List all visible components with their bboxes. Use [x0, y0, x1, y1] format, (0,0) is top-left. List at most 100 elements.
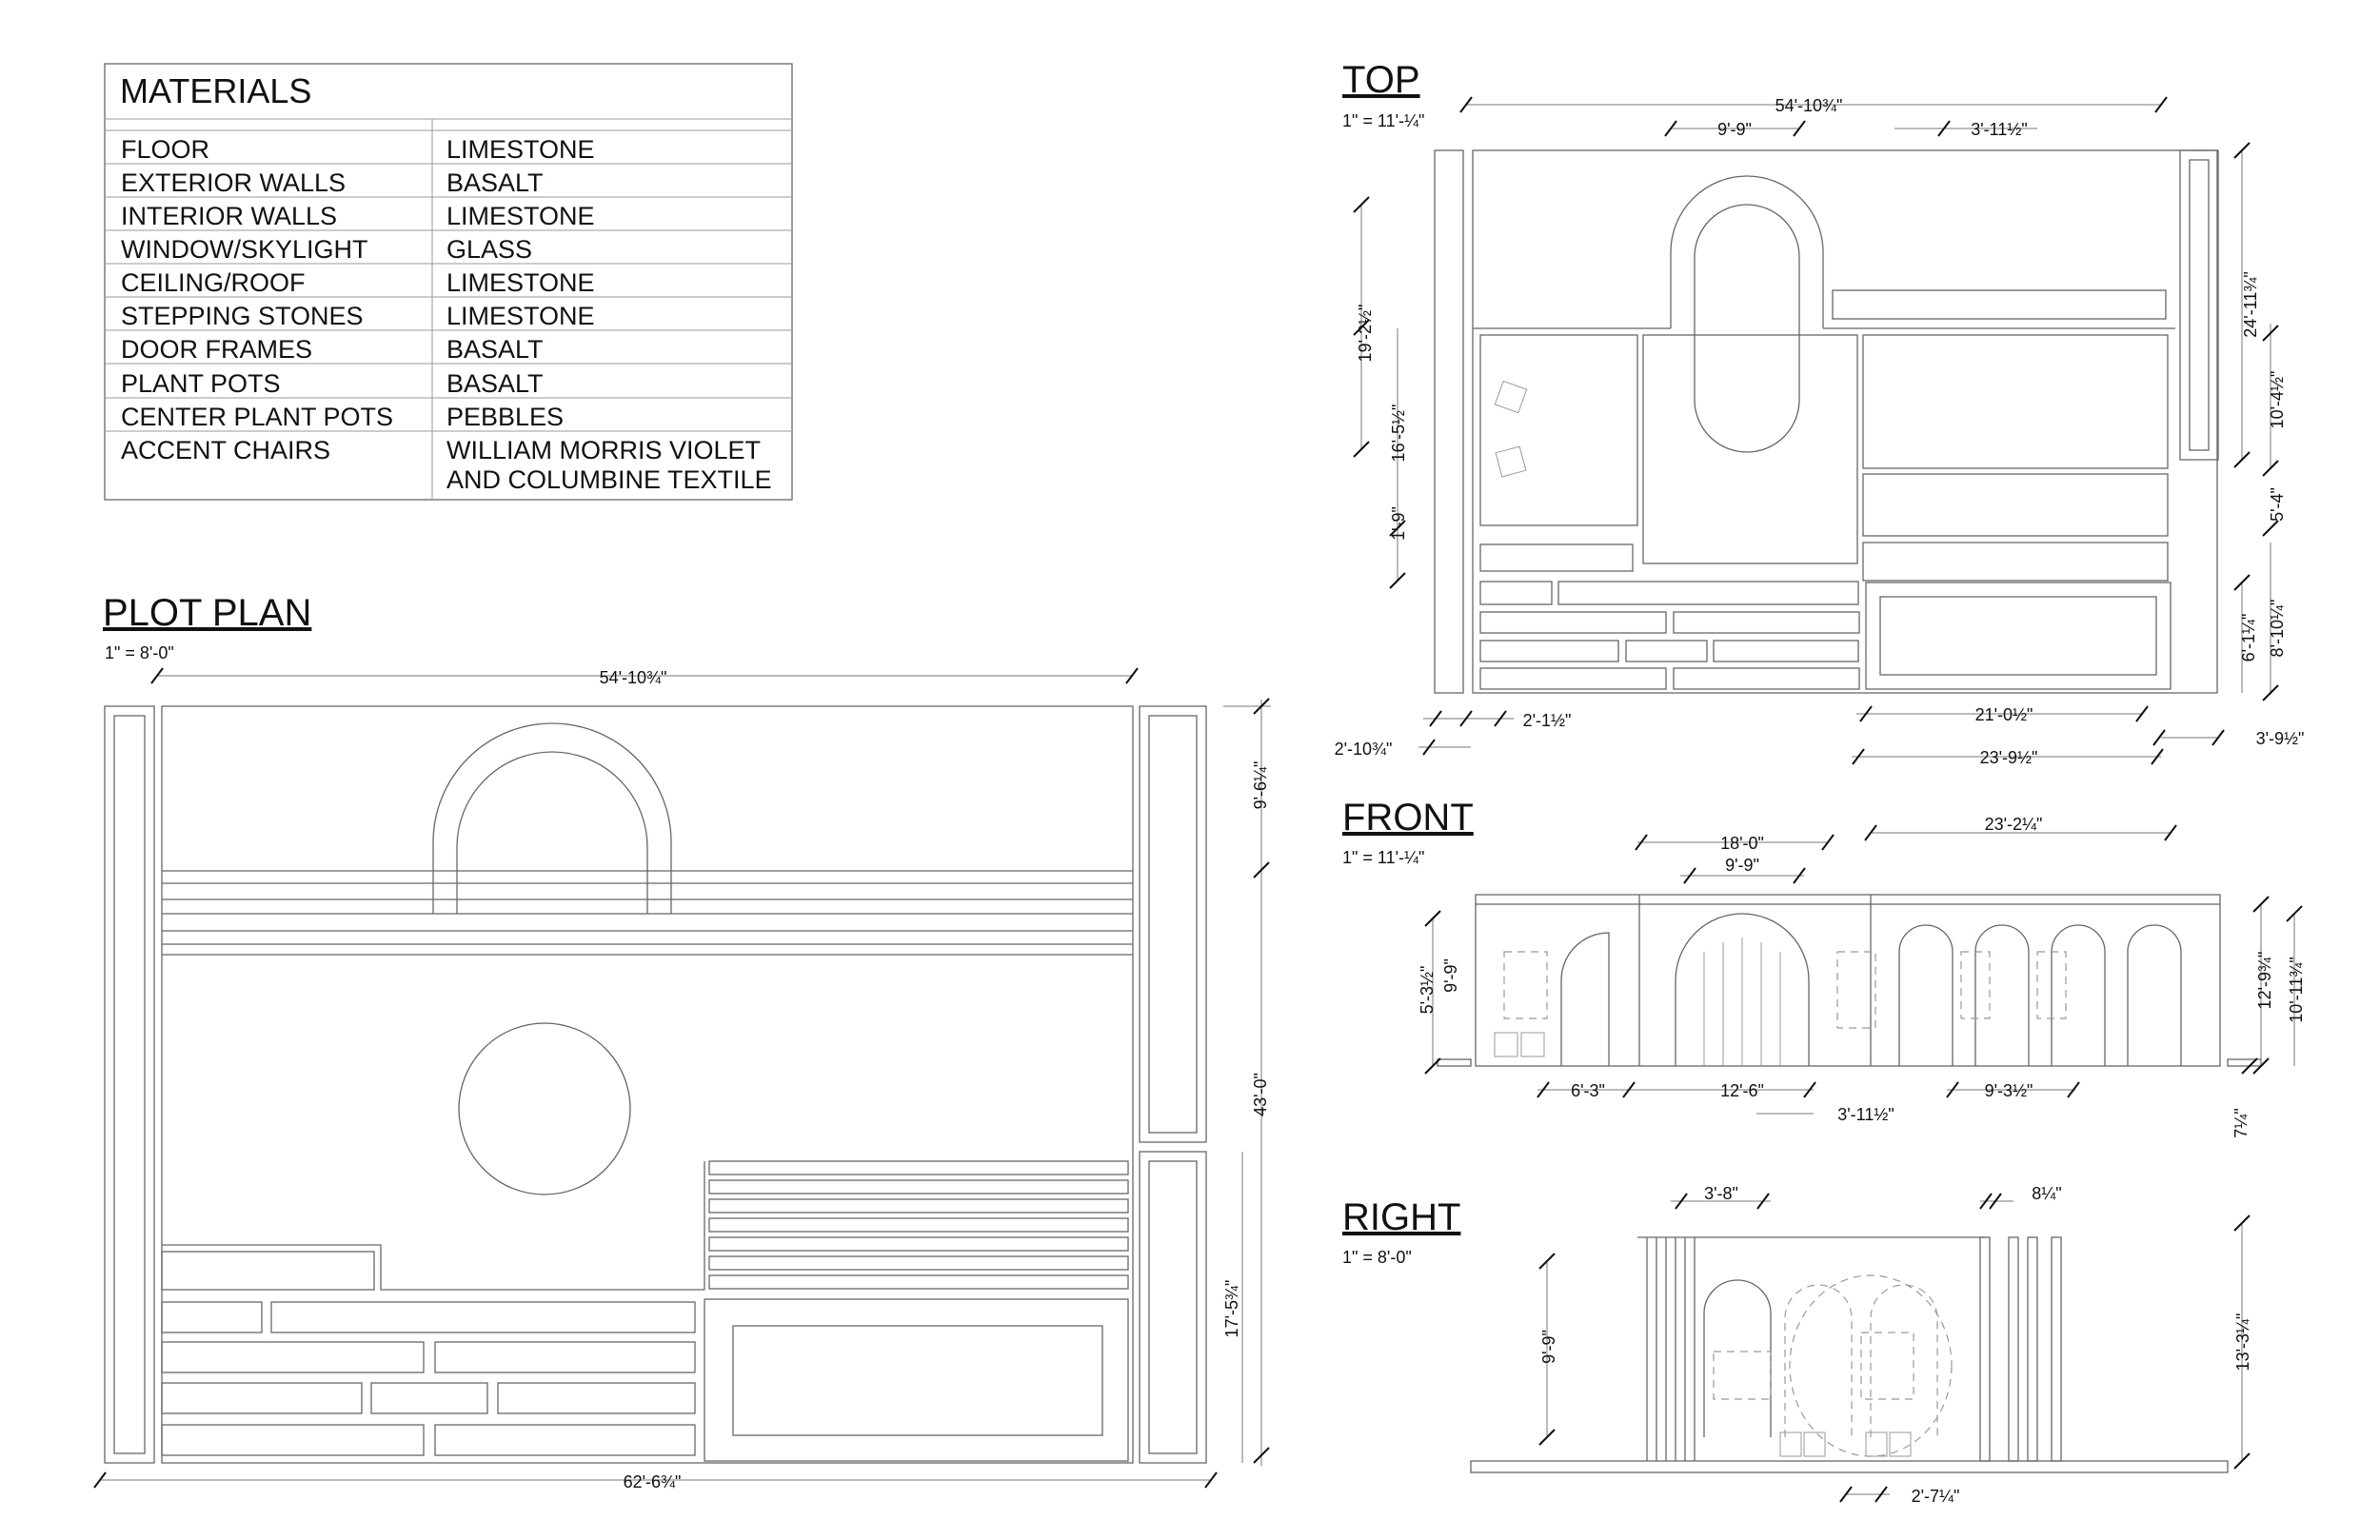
dim-front-bottom-a: 6'-3": [1571, 1081, 1605, 1100]
dim-plot-right-lower: 17'-5¾": [1222, 1280, 1241, 1338]
top-view-scale: 1" = 11'-¼": [1342, 111, 1424, 130]
dim-front-top-c: 23'-2¼": [1985, 815, 2043, 834]
top-pool: [1865, 582, 2172, 690]
accent-chair-icon: [1803, 1431, 1826, 1457]
top-main-outline: [1472, 149, 2218, 694]
dim-front-bottom-d: 9'-3½": [1985, 1081, 2033, 1100]
dim-top-left-mid: 16'-5½": [1389, 405, 1408, 463]
materials-title: MATERIALS: [120, 71, 311, 110]
dim-front-top-b: 9'-9": [1725, 856, 1759, 875]
plot-right-wall-lower: [1139, 1151, 1207, 1464]
material-value: WILLIAM MORRIS VIOLET: [446, 436, 761, 464]
accent-chair-icon: [1779, 1431, 1802, 1457]
dim-plot-bottom-width: 62'-6¾": [624, 1472, 682, 1491]
accent-chair-icon: [1520, 1032, 1545, 1057]
dim-top-bottom-right: 3'-9½": [2256, 729, 2305, 748]
dim-top-bottom-mid: 21'-0½": [1975, 705, 2033, 724]
dim-front-top-a: 18'-0": [1720, 834, 1764, 853]
dim-front-bottom-c: 3'-11½": [1837, 1105, 1894, 1124]
plot-plan-scale: 1" = 8'-0": [105, 643, 174, 662]
dim-plot-top-width: 54'-10¾": [600, 668, 667, 687]
dim-top-bottom-left-a: 2'-10¾": [1335, 740, 1393, 759]
top-arch-inner: [1694, 204, 1800, 453]
material-item: CENTER PLANT POTS: [121, 403, 393, 431]
plot-main-area: [161, 705, 1134, 1464]
dim-top-left-lower: 1'-9": [1389, 506, 1408, 541]
accent-chair-icon: [1494, 380, 1528, 414]
dim-top-right-c: 5'-4": [2268, 487, 2287, 522]
plot-arch-outer: [432, 722, 672, 914]
material-item: INTERIOR WALLS: [121, 202, 337, 230]
dim-front-right-a: 12'-9¾": [2255, 952, 2274, 1010]
dim-front-left-a: 5'-3½": [1418, 966, 1437, 1015]
material-item: WINDOW/SKYLIGHT: [121, 235, 368, 264]
material-item: STEPPING STONES: [121, 302, 364, 330]
top-view-title: TOP: [1342, 59, 1420, 101]
dim-right-right-a: 13'-3¼": [2233, 1313, 2252, 1372]
material-item: PLANT POTS: [121, 369, 281, 398]
dim-top-right-a: 24'-11¾": [2241, 271, 2260, 338]
material-value: LIMESTONE: [446, 268, 595, 297]
material-item: ACCENT CHAIRS: [121, 436, 330, 464]
accent-chair-icon: [1865, 1431, 1888, 1457]
top-left-wall: [1434, 149, 1464, 694]
dim-top-bottom-wide: 23'-9½": [1980, 748, 2038, 767]
dim-top-right-b: 10'-4½": [2268, 371, 2287, 429]
plot-plan-title: PLOT PLAN: [103, 592, 311, 634]
dim-top-right-d: 6'-1¼": [2239, 614, 2258, 662]
material-item: DOOR FRAMES: [121, 335, 312, 364]
material-item: FLOOR: [121, 135, 209, 164]
material-item: CEILING/ROOF: [121, 268, 306, 297]
front-facade: [1475, 894, 2221, 1067]
accent-chair-icon: [1889, 1431, 1912, 1457]
plot-plan-view: PLOT PLAN 1" = 8'-0": [93, 592, 1271, 1491]
dim-front-right-c: 7¼": [2231, 1108, 2251, 1137]
accent-chair-icon: [1495, 445, 1527, 478]
dim-right-bottom-a: 2'-7¼": [1912, 1487, 1960, 1506]
dim-top-bottom-left-b: 2'-1½": [1523, 711, 1572, 730]
dim-right-top-b: 8¼": [2032, 1184, 2061, 1203]
right-view-scale: 1" = 8'-0": [1342, 1248, 1412, 1267]
dim-front-left-b: 9'-9": [1441, 958, 1460, 993]
top-arch-outer: [1670, 175, 1824, 328]
plot-left-wall: [104, 705, 155, 1464]
front-view-scale: 1" = 11'-¼": [1342, 848, 1424, 867]
material-value: PEBBLES: [446, 403, 564, 431]
accent-chair-icon: [1494, 1032, 1518, 1057]
material-value: BASALT: [446, 335, 544, 364]
plot-center-plant-pot: [458, 1022, 631, 1195]
right-view-title: RIGHT: [1342, 1196, 1460, 1238]
material-value: LIMESTONE: [446, 135, 595, 164]
dim-plot-right-upper: 9'-6¼": [1251, 761, 1270, 810]
dim-top-right-e: 8'-10¼": [2268, 600, 2287, 658]
dim-front-right-b: 10'-11¾": [2287, 957, 2306, 1023]
dim-top-left-upper: 19'-2½": [1356, 305, 1375, 363]
material-value: BASALT: [446, 369, 544, 398]
top-view: TOP 1" = 11'-¼" 54'-10¾": [1335, 59, 2305, 767]
top-right-wall: [2179, 149, 2219, 461]
dim-right-top-a: 3'-8": [1704, 1184, 1738, 1203]
right-ground-slab: [1470, 1460, 2229, 1473]
materials-table-border: [104, 63, 793, 501]
materials-table: MATERIALS FLOOR LIMESTONE EXTERIOR WALLS…: [104, 63, 793, 501]
front-main-arch: [1675, 913, 1810, 1066]
dim-front-bottom-b: 12'-6": [1720, 1081, 1764, 1100]
plot-pool: [704, 1298, 1129, 1462]
material-value-line2: AND COLUMBINE TEXTILE: [446, 465, 772, 494]
front-view-title: FRONT: [1342, 797, 1474, 839]
plot-right-wall-upper: [1139, 705, 1207, 1143]
dim-top-right-gap: 3'-11½": [1971, 120, 2028, 139]
material-value: BASALT: [446, 168, 544, 197]
right-view: RIGHT 1" = 8'-0" 3'-8" 8¼": [1342, 1184, 2252, 1506]
material-value: GLASS: [446, 235, 532, 264]
dim-plot-right-mid: 43'-0": [1251, 1073, 1270, 1116]
front-view: FRONT 1" = 11'-¼" 18'-0" 9'-9": [1342, 797, 2306, 1138]
material-value: LIMESTONE: [446, 302, 595, 330]
dim-top-arch: 9'-9": [1717, 120, 1752, 139]
dim-top-overall: 54'-10¾": [1775, 96, 1843, 115]
plot-arch-inner: [456, 751, 648, 914]
material-item: EXTERIOR WALLS: [121, 168, 346, 197]
material-value: LIMESTONE: [446, 202, 595, 230]
dim-right-left-a: 9'-9": [1539, 1330, 1558, 1364]
